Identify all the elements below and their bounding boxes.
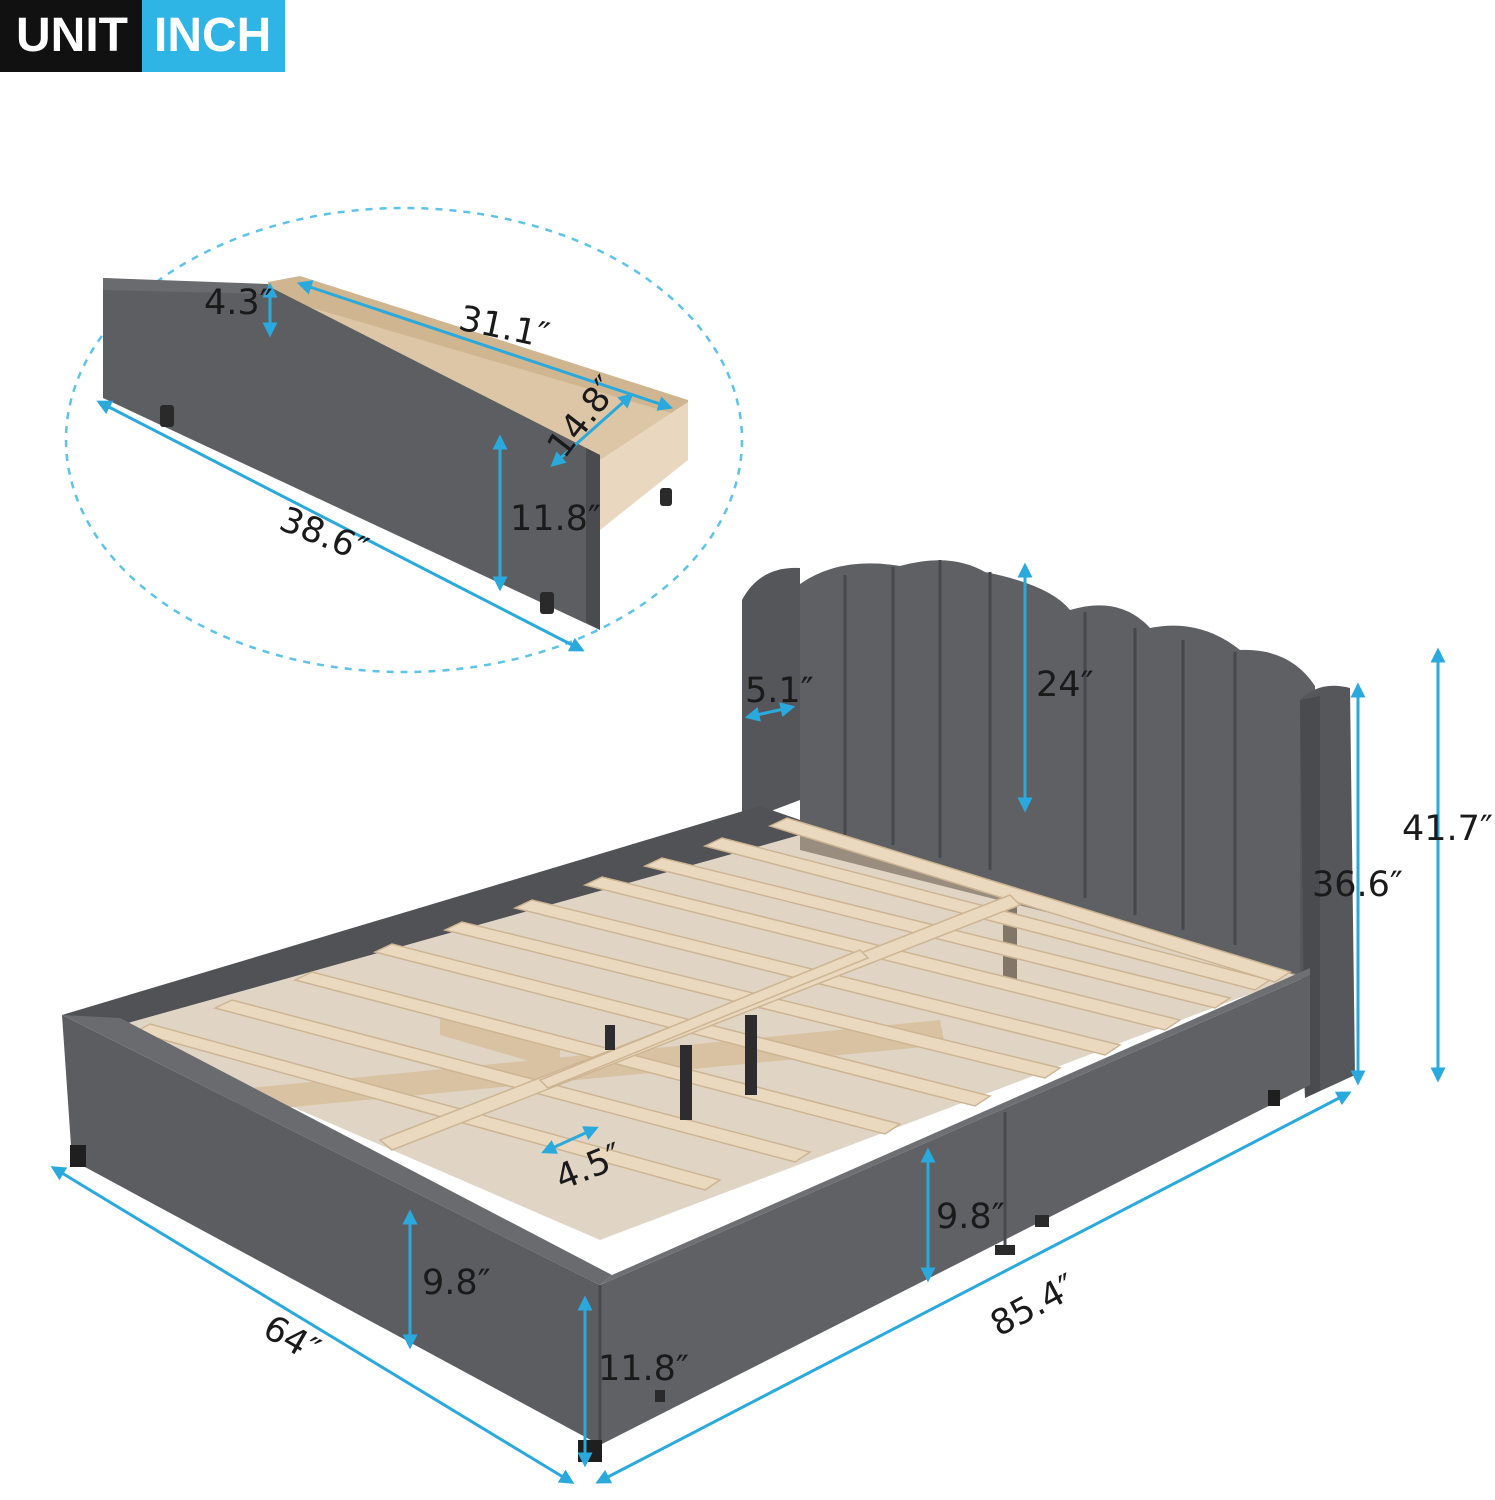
bed-leg xyxy=(655,1390,665,1402)
headboard-panel-height-label: 24″ xyxy=(1036,665,1094,705)
unit-badge: UNIT INCH xyxy=(0,0,286,72)
unit-value: INCH xyxy=(141,0,286,72)
bed-leg xyxy=(995,1245,1015,1255)
bed-leg xyxy=(1268,1090,1280,1106)
bed-leg xyxy=(578,1440,602,1462)
drawer-front-height-label: 11.8″ xyxy=(510,499,601,539)
bed-length-label: 85.4″ xyxy=(984,1267,1083,1345)
headboard-height-label: 36.6″ xyxy=(1312,865,1403,905)
bed-leg xyxy=(70,1145,86,1167)
bed-leg xyxy=(1035,1215,1049,1227)
total-height-label: 41.7″ xyxy=(1402,809,1493,849)
drawer-front-height-bed-label: 11.8″ xyxy=(598,1349,689,1389)
drawer-callout-ellipse xyxy=(64,206,744,674)
drawer-wheel xyxy=(160,405,174,427)
headboard-thickness-label: 5.1″ xyxy=(745,671,814,711)
dimension-arrows xyxy=(50,280,1446,1484)
drawer-wheel xyxy=(660,488,672,506)
drawer-wheel xyxy=(540,592,554,614)
unit-label: UNIT xyxy=(0,0,142,72)
drawer-illustration xyxy=(103,276,688,630)
drawer-inner-height-label: 4.3″ xyxy=(204,283,273,323)
front-rail-height-label: 9.8″ xyxy=(422,1263,491,1303)
bed-width-label: 64″ xyxy=(256,1308,326,1371)
slats xyxy=(132,817,1292,1191)
side-rail-height-label: 9.8″ xyxy=(936,1197,1005,1237)
